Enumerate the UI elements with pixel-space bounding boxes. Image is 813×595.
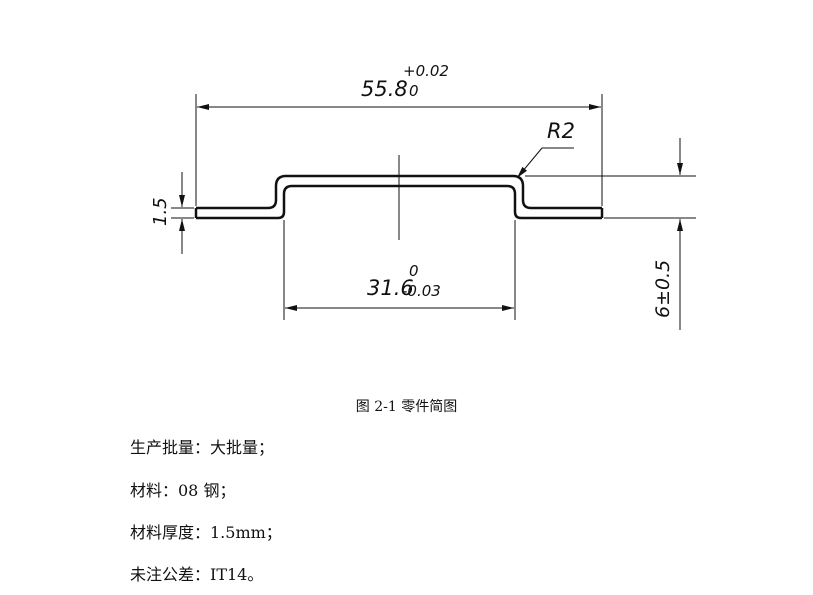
inner-width-nominal: 31.6 [367,276,414,300]
overall-length-upper-tol: +0.02 [403,62,449,80]
spec-material: 材料：08 钢； [130,481,236,500]
bend-radius-label: R2 [547,119,575,143]
radius-leader [516,147,543,179]
spec-production: 生产批量：大批量； [130,438,275,457]
inner-width-upper-tol: 0 [409,262,419,280]
part-sketch: 55.8 +0.02 0 31.6 0 -0.03 1.5 6±0.5 R2 [150,62,696,330]
inner-width-lower-tol: -0.03 [402,282,441,300]
height-label: 6±0.5 [652,260,674,318]
spec-thickness: 材料厚度：1.5mm； [130,523,282,542]
overall-length-lower-tol: 0 [409,82,419,100]
overall-length-nominal: 55.8 [361,77,408,101]
thickness-label: 1.5 [150,197,171,226]
figure-caption: 图 2-1 零件简图 [355,399,458,415]
spec-tolerance: 未注公差：IT14。 [130,565,264,584]
